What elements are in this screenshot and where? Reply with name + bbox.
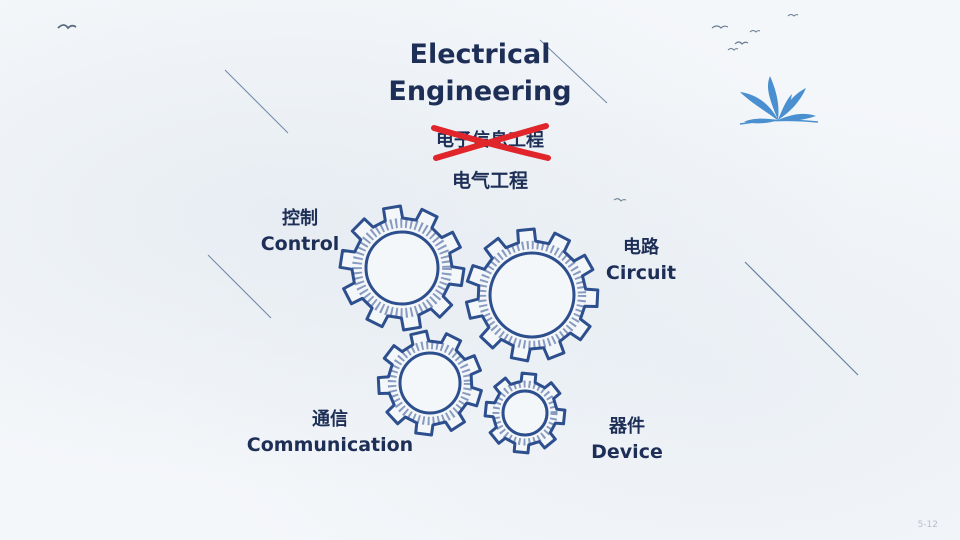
label-communication-en: Communication — [246, 434, 414, 456]
label-communication-cn: 通信 — [312, 409, 348, 430]
label-circuit-en: Circuit — [605, 262, 677, 284]
page-number: 5-12 — [917, 520, 938, 530]
title-line-1: Electrical — [409, 39, 551, 70]
label-communication: 通信 Communication — [240, 408, 420, 458]
label-control-cn: 控制 — [282, 208, 318, 229]
label-control-en: Control — [260, 233, 340, 255]
title-line-2: Engineering — [388, 76, 572, 107]
gear-right-icon — [464, 227, 600, 363]
label-circuit-cn: 电路 — [623, 237, 659, 258]
label-circuit: 电路 Circuit — [596, 236, 686, 286]
label-device-cn: 器件 — [609, 416, 645, 437]
gear-top-left-icon — [338, 204, 466, 332]
label-device-en: Device — [591, 441, 663, 463]
subtitle: 电气工程 — [451, 170, 528, 192]
gear-bottom-left-icon — [376, 329, 483, 437]
gear-bottom-right-icon — [483, 371, 567, 455]
label-control: 控制 Control — [255, 207, 345, 257]
strike-cross-icon — [431, 123, 551, 161]
page-title: Electrical Engineering — [380, 36, 580, 110]
label-device: 器件 Device — [582, 415, 672, 465]
